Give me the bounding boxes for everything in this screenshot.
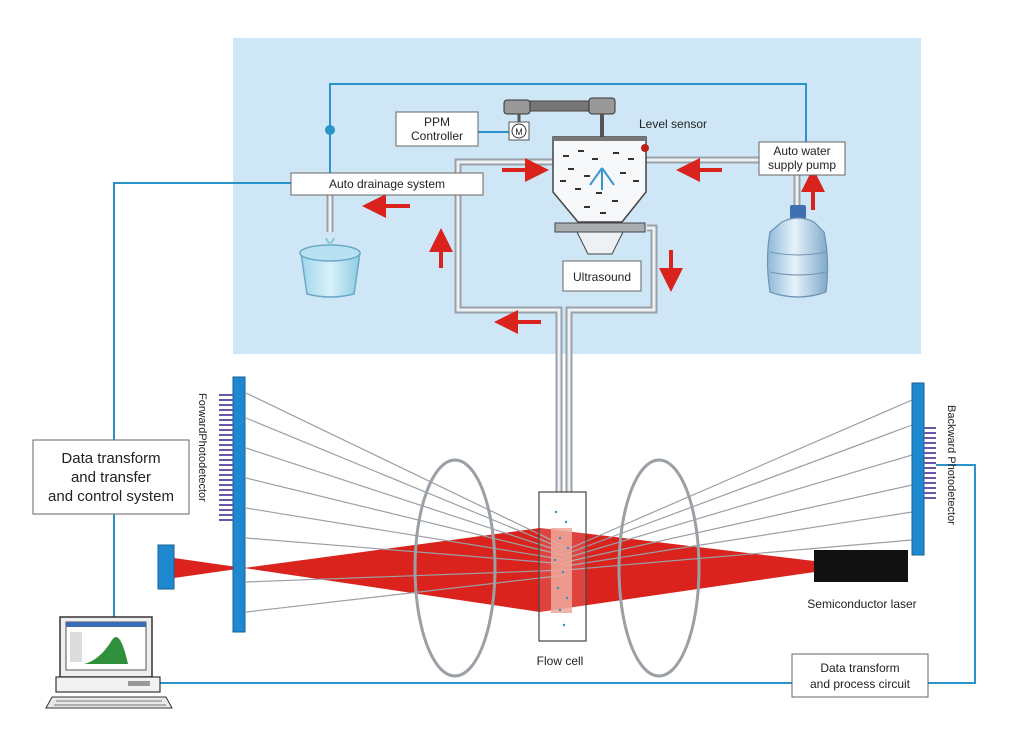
- flow-arrows: [362, 158, 825, 334]
- data-transform-control-label-1: Data transform: [61, 450, 160, 467]
- particles: [553, 510, 570, 627]
- mixing-tank: [552, 136, 647, 223]
- level-sensor-dot: [641, 144, 649, 152]
- ultrasound-box: [562, 260, 642, 292]
- drain-bucket: [299, 237, 361, 298]
- scatter-rays: [245, 392, 913, 613]
- water-bottle: [766, 205, 829, 298]
- backward-photodetector-bar: [911, 382, 925, 556]
- data-transform-control-box: [32, 439, 190, 515]
- backward-photodetector-label: Backward Photodetector: [945, 405, 957, 525]
- wire-junction: [325, 125, 335, 135]
- data-transform-control-label-2: and transfer: [71, 469, 151, 486]
- process-circuit-label-1: Data transform: [820, 661, 899, 675]
- ppm-controller-label-1: PPM: [424, 115, 450, 129]
- auto-water-pump-label-1: Auto water: [773, 144, 830, 158]
- forward-photodetector-bar: [232, 376, 246, 633]
- computer: [45, 616, 173, 709]
- motor-label: M: [515, 127, 523, 137]
- ultrasound-funnel: [576, 231, 624, 255]
- backward-detector-array: [924, 427, 936, 499]
- forward-photodetector-label: ForwardPhotodetector: [196, 393, 208, 502]
- process-circuit-label-2: and process circuit: [810, 677, 911, 691]
- auto-water-pump-box: [758, 141, 846, 176]
- data-transform-control-label-3: and control system: [48, 488, 174, 505]
- ppm-controller-box: [395, 111, 479, 147]
- flow-channel: [551, 528, 572, 613]
- beam-stop-block: [157, 544, 175, 590]
- flow-cell-label: Flow cell: [537, 654, 584, 668]
- ppm-controller-label-2: Controller: [411, 129, 463, 143]
- lens-left: [413, 458, 497, 678]
- semiconductor-laser-body: [814, 550, 908, 582]
- level-sensor-label: Level sensor: [639, 117, 707, 131]
- ultrasound-label: Ultrasound: [573, 270, 631, 284]
- forward-detector-array: [219, 394, 233, 521]
- semiconductor-laser-label: Semiconductor laser: [807, 597, 916, 611]
- process-circuit-box: [791, 653, 929, 698]
- ultrasound-plate: [554, 222, 646, 233]
- auto-drainage-label: Auto drainage system: [329, 177, 445, 191]
- auto-water-pump-label-2: supply pump: [768, 158, 836, 172]
- auto-drainage-box: [290, 172, 484, 196]
- lens-right: [617, 458, 701, 678]
